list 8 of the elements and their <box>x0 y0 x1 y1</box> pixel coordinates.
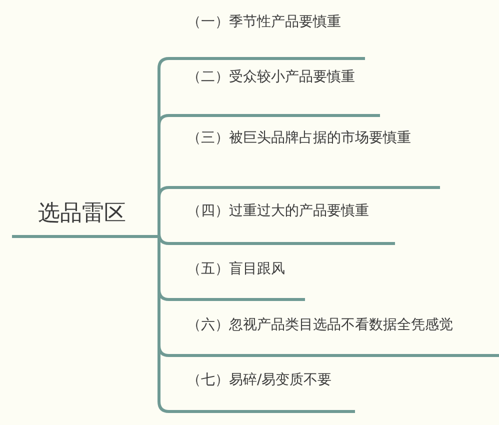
branch-label: （七）易碎/易变质不要 <box>187 371 332 389</box>
branch-label: （四）过重过大的产品要慎重 <box>187 202 369 220</box>
root-label: 选品雷区 <box>38 200 126 228</box>
branch-label: （六）忽视产品类目选品不看数据全凭感觉 <box>187 316 453 334</box>
branch-label: （三）被巨头品牌占据的市场要慎重 <box>187 129 411 147</box>
branch-label: （五）盲目跟风 <box>187 260 285 278</box>
branch-label: （一）季节性产品要慎重 <box>187 13 341 31</box>
branch-label: （二）受众较小产品要慎重 <box>187 68 355 86</box>
